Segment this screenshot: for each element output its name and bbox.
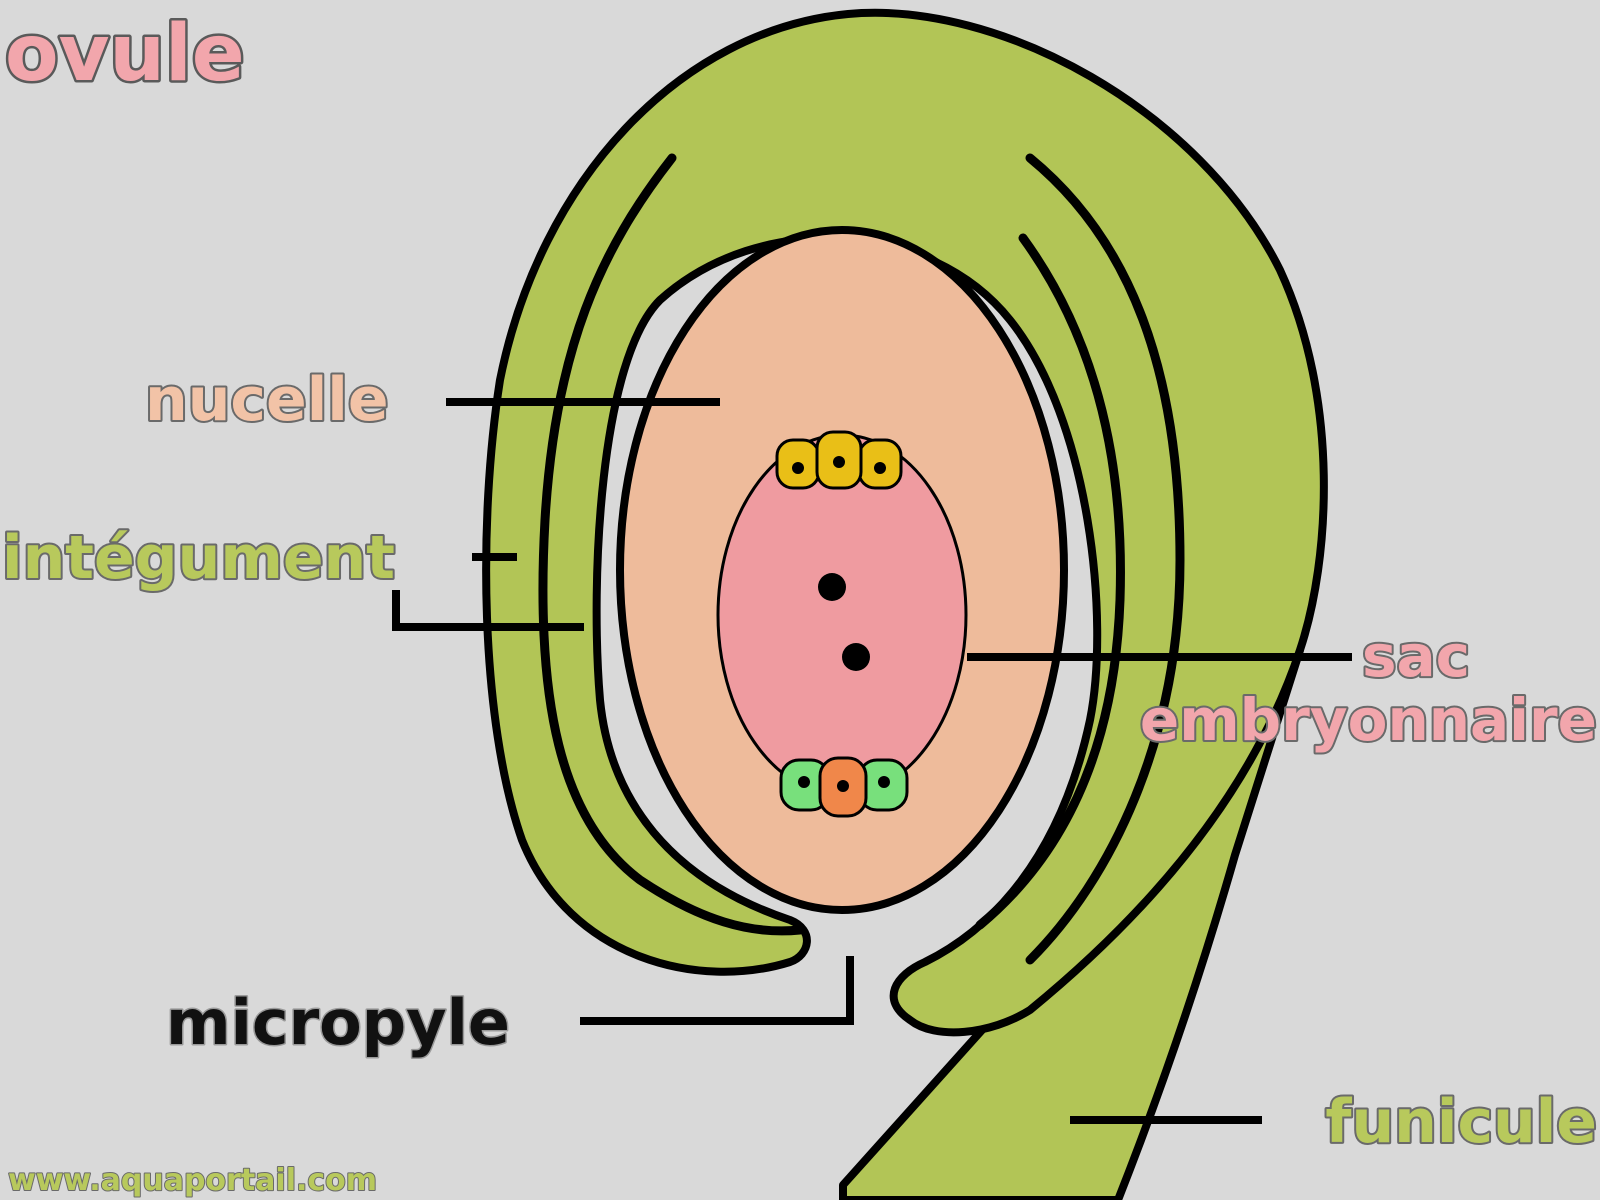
antipodal-nucleus <box>792 462 804 474</box>
egg-nucleus <box>837 780 849 792</box>
diagram-title: ovule <box>5 9 245 99</box>
synergid-nucleus <box>798 776 810 788</box>
polar-nucleus-upper <box>818 573 846 601</box>
antipodal-nucleus <box>833 456 845 468</box>
label-embryonnaire: embryonnaire <box>1140 686 1597 754</box>
egg-apparatus <box>779 756 909 818</box>
integument-line-left <box>538 153 805 936</box>
outer-integument-shape <box>482 8 1328 1037</box>
label-sac: sac <box>1362 622 1470 690</box>
antipodal-cells <box>775 430 903 490</box>
leader-line-micropyle <box>580 956 854 1025</box>
leader-lines <box>392 398 1352 1124</box>
label-nucelle: nucelle <box>145 365 389 435</box>
integument-line-right-inner <box>975 233 1125 930</box>
label-integument: intégument <box>2 523 395 593</box>
leader-line-integument-inner <box>392 590 584 631</box>
synergid-nucleus <box>878 776 890 788</box>
integument-line-right-outer <box>1025 153 1185 965</box>
label-funicule: funicule <box>1325 1087 1597 1157</box>
label-micropyle: micropyle <box>166 986 510 1059</box>
watermark: www.aquaportail.com <box>8 1163 377 1198</box>
antipodal-nucleus <box>874 462 886 474</box>
polar-nucleus-lower <box>842 643 870 671</box>
